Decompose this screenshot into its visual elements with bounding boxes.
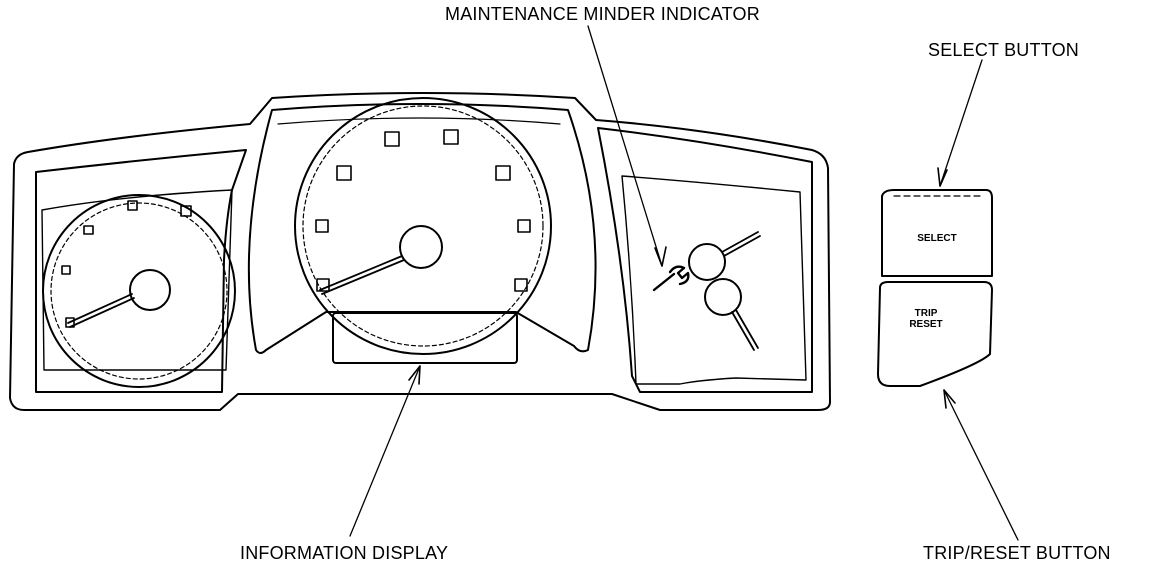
lower-small-gauge-needle xyxy=(731,309,759,351)
trip-reset-button-callout: TRIP/RESET BUTTON xyxy=(923,543,1111,563)
cluster-housing-outline xyxy=(9,92,831,411)
tachometer-ticks xyxy=(61,200,192,328)
speedometer-ticks xyxy=(315,129,531,292)
trip-reset-button-label: TRIP RESET xyxy=(880,308,972,330)
tachometer-dial-inner xyxy=(50,202,228,380)
select-button-callout: SELECT BUTTON xyxy=(928,40,1079,60)
trip-reset-button-shape[interactable] xyxy=(877,281,993,387)
upper-small-gauge-needle xyxy=(721,231,761,257)
select-button-shape[interactable] xyxy=(881,189,993,277)
tachometer-needle xyxy=(67,293,135,328)
trip-reset-label-line2: RESET xyxy=(909,319,943,330)
speedometer-hub xyxy=(399,225,443,269)
center-speedometer-pod xyxy=(247,103,597,354)
left-gauge-face-panel xyxy=(41,189,233,371)
select-button-label: SELECT xyxy=(917,233,957,244)
maintenance-minder-indicator-label: MAINTENANCE MINDER INDICATOR xyxy=(445,4,760,24)
wrench-icon xyxy=(652,265,690,292)
information-display-callout: INFORMATION DISPLAY xyxy=(240,543,449,563)
information-display xyxy=(332,312,518,364)
upper-small-gauge-hub xyxy=(688,243,726,281)
speedometer-dial xyxy=(294,97,552,355)
leader-lines xyxy=(349,25,1019,541)
right-gauge-pod xyxy=(597,127,813,393)
speedometer-needle xyxy=(319,255,405,295)
right-gauge-face-panel xyxy=(621,175,807,385)
center-pod-inner-edge xyxy=(277,117,561,125)
trip-reset-label-line1: TRIP xyxy=(914,308,938,319)
tachometer-hub xyxy=(129,269,171,311)
speedometer-dial-inner xyxy=(302,105,544,347)
lower-small-gauge-hub xyxy=(704,278,742,316)
tachometer-dial xyxy=(42,194,236,388)
